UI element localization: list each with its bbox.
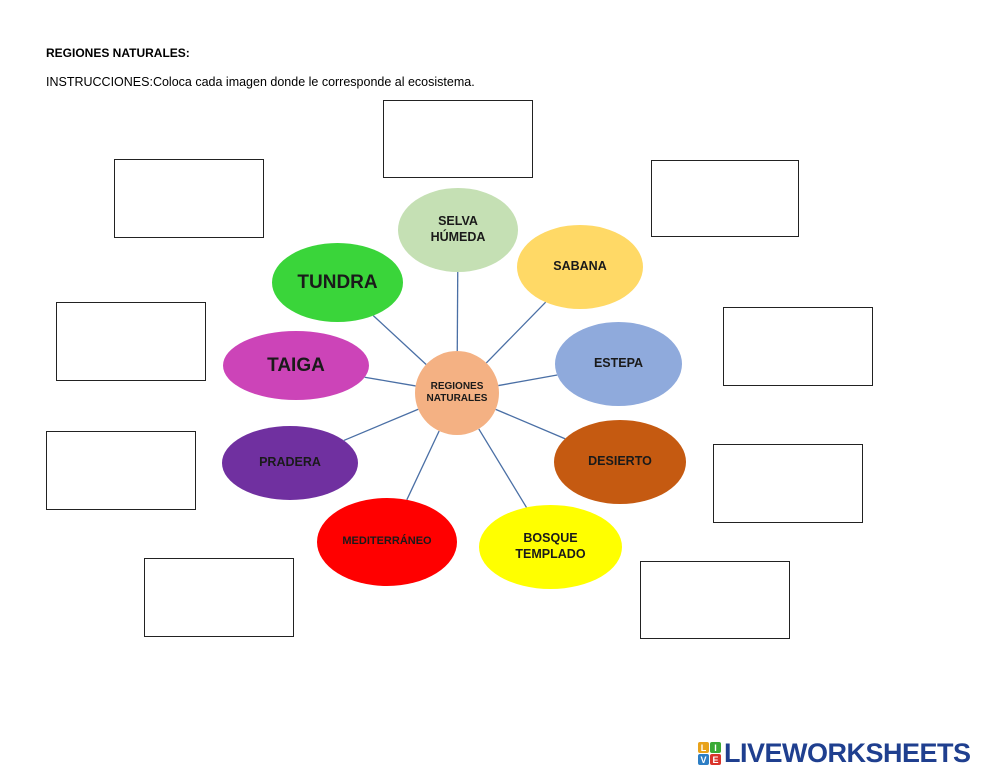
drop-box-bosque[interactable] bbox=[640, 561, 790, 639]
region-tundra: TUNDRA bbox=[272, 243, 403, 322]
drop-box-taiga[interactable] bbox=[56, 302, 206, 381]
region-sabana: SABANA bbox=[517, 225, 643, 309]
region-estepa: ESTEPA bbox=[555, 322, 682, 406]
drop-box-selva[interactable] bbox=[383, 100, 533, 178]
region-selva-humeda: SELVA HÚMEDA bbox=[398, 188, 518, 272]
spoke-line bbox=[406, 430, 440, 501]
region-mediterraneo: MEDITERRÁNEO bbox=[317, 498, 457, 586]
drop-box-tundra[interactable] bbox=[114, 159, 264, 238]
region-taiga: TAIGA bbox=[223, 331, 369, 400]
drop-box-desierto[interactable] bbox=[713, 444, 863, 523]
liveworksheets-logo: L I V E LIVEWORKSHEETS bbox=[698, 738, 971, 769]
spoke-line bbox=[485, 301, 547, 364]
spoke-line bbox=[478, 428, 528, 508]
drop-box-pradera[interactable] bbox=[46, 431, 196, 510]
logo-letter-v: V bbox=[698, 754, 709, 765]
drop-box-sabana[interactable] bbox=[651, 160, 799, 237]
drop-box-mediterraneo[interactable] bbox=[144, 558, 294, 637]
spoke-line bbox=[364, 376, 416, 387]
spoke-line bbox=[498, 374, 558, 387]
region-desierto: DESIERTO bbox=[554, 420, 686, 504]
spoke-lines bbox=[343, 271, 566, 508]
logo-text: LIVEWORKSHEETS bbox=[724, 738, 971, 768]
center-node: REGIONES NATURALES bbox=[415, 351, 499, 435]
spoke-line bbox=[495, 408, 566, 440]
logo-letter-l: L bbox=[698, 742, 709, 753]
logo-letter-i: I bbox=[710, 742, 721, 753]
page-title: REGIONES NATURALES: bbox=[46, 46, 190, 60]
drop-box-estepa[interactable] bbox=[723, 307, 873, 386]
spoke-line bbox=[372, 315, 427, 365]
region-pradera: PRADERA bbox=[222, 426, 358, 500]
instructions-text: INSTRUCCIONES:Coloca cada imagen donde l… bbox=[46, 75, 475, 89]
logo-grid-icon: L I V E bbox=[698, 742, 721, 765]
region-bosque-templado: BOSQUE TEMPLADO bbox=[479, 505, 622, 589]
spoke-line bbox=[343, 408, 419, 442]
logo-letter-e: E bbox=[710, 754, 721, 765]
